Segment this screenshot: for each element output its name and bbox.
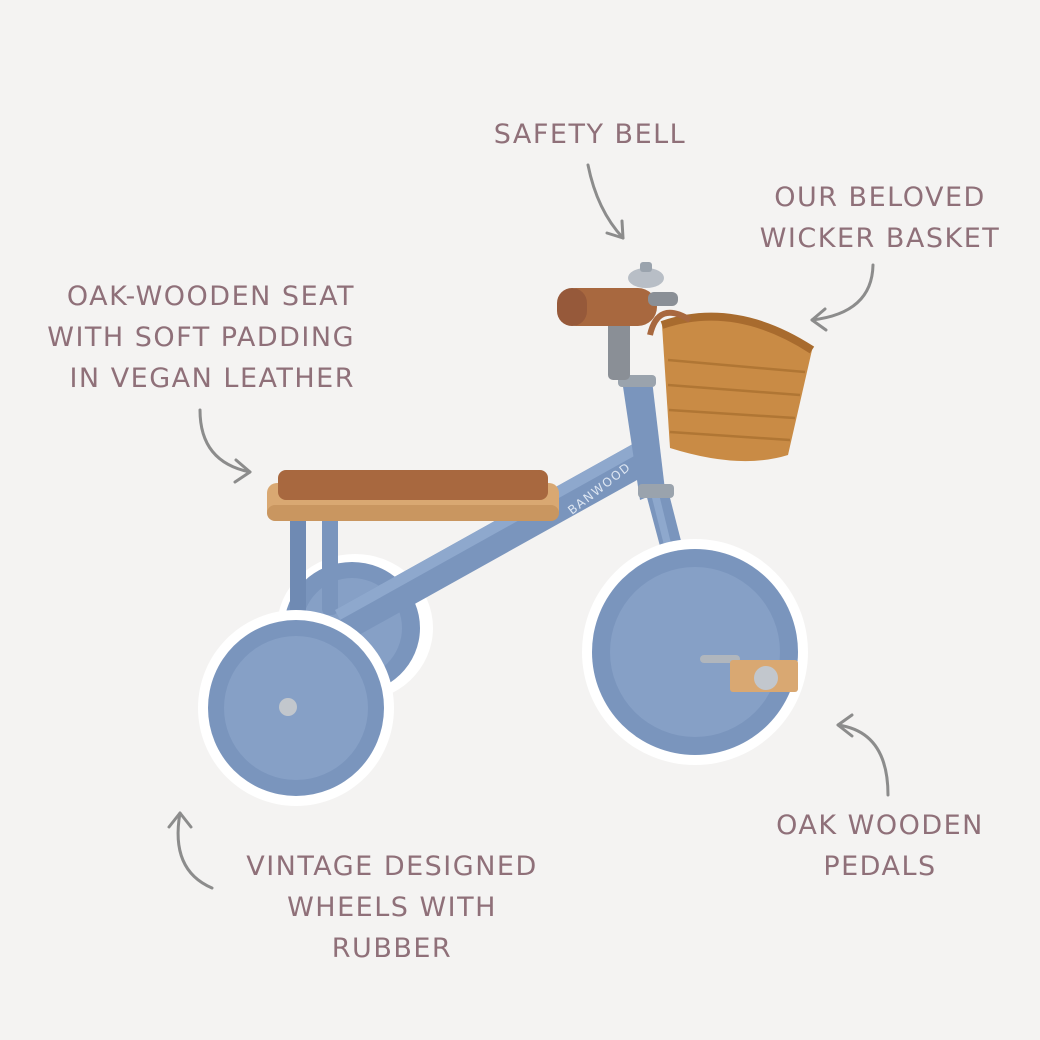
front-wheel <box>582 539 808 765</box>
arrow-icon-bell <box>586 163 625 240</box>
arrow-icon-basket <box>810 263 875 332</box>
arrow-icon-wheels <box>167 811 214 890</box>
rear-right-wheel <box>198 610 394 806</box>
seat <box>267 470 559 521</box>
bell-icon <box>628 262 664 288</box>
callout-seat: OAK-WOODEN SEAT WITH SOFT PADDING IN VEG… <box>47 281 355 394</box>
handlebar <box>557 288 678 380</box>
wicker-basket <box>647 309 815 462</box>
arrow-icon-seat <box>198 408 252 484</box>
callout-wheels: VINTAGE DESIGNED WHEELS WITH RUBBER <box>246 851 538 964</box>
seat-stays <box>290 505 338 615</box>
callout-wicker-basket: OUR BELOVED WICKER BASKET <box>759 182 1001 254</box>
arrow-icon-pedals <box>836 713 890 797</box>
callout-safety-bell: SAFETY BELL <box>493 119 687 150</box>
callout-pedals: OAK WOODEN PEDALS <box>776 810 984 882</box>
frame-tube <box>335 440 655 640</box>
wooden-pedal <box>730 660 798 692</box>
